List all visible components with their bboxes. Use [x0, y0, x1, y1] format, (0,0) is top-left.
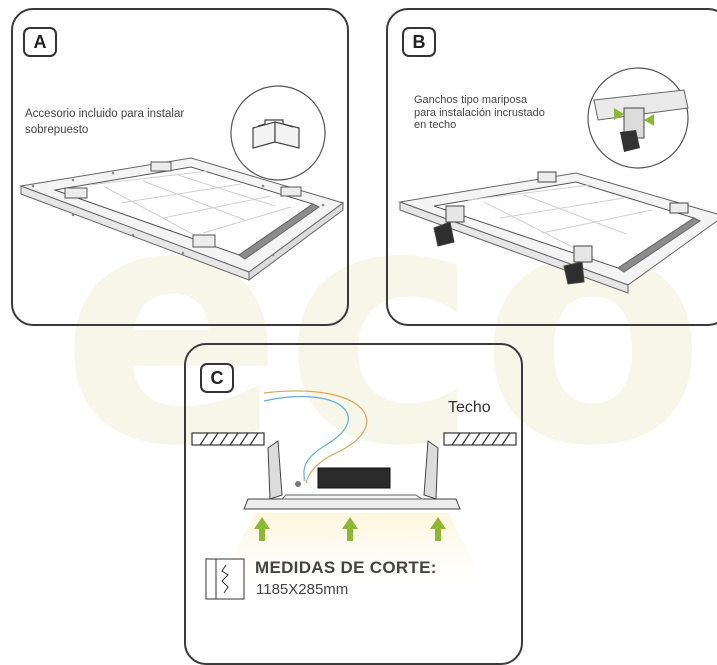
- arrow-up-icon: [254, 517, 270, 541]
- ceiling-label: Techo: [448, 399, 491, 416]
- panel-a: A Accesorio incluido para instalar sobre…: [11, 8, 349, 326]
- panel-c: C Techo: [184, 343, 523, 665]
- left-clip: [267, 440, 283, 500]
- panel-c-badge: C: [200, 363, 234, 393]
- panel-b: B Ganchos tipo mariposa para instalación…: [386, 8, 717, 326]
- panel-c-illustration: [191, 390, 517, 600]
- panel-a-badge: A: [23, 27, 57, 57]
- connector: [295, 481, 301, 487]
- mounting-brackets: [64, 161, 302, 248]
- ceiling-slab-right: [443, 432, 517, 446]
- arrow-up-icon: [342, 517, 358, 541]
- light-arrows: [254, 517, 446, 541]
- panel-b-note-line-1: Ganchos tipo mariposa: [414, 94, 528, 106]
- led-driver: [317, 467, 391, 489]
- lamp-panel: [19, 157, 345, 281]
- blue-wire: [263, 395, 349, 482]
- orange-wire: [263, 390, 368, 484]
- panel-b-badge: B: [402, 27, 436, 57]
- panel-a-illustration: [19, 85, 345, 281]
- arrow-right-icon: [614, 108, 624, 120]
- butterfly-clip-icon: [593, 89, 689, 152]
- cut-measure-icon: [205, 558, 245, 600]
- panel-b-note-line-3: en techo: [414, 119, 457, 131]
- panel-a-note: Accesorio incluido para instalar sobrepu…: [25, 108, 185, 136]
- right-clip: [423, 440, 439, 500]
- butterfly-clips: [433, 171, 689, 285]
- panel-b-note: Ganchos tipo mariposa para instalación i…: [414, 94, 589, 132]
- panel-b-illustration: [398, 67, 717, 294]
- cut-measure-title: MEDIDAS DE CORTE:: [255, 558, 437, 577]
- arrow-left-icon: [644, 114, 654, 126]
- arrow-up-icon: [430, 517, 446, 541]
- ceiling-slab-left: [191, 432, 265, 446]
- bracket-icon: [252, 119, 300, 149]
- light-glow: [216, 513, 486, 585]
- cut-measure-size: 1185X285mm: [256, 581, 349, 598]
- panel-b-note-line-2: para instalación incrustado: [414, 106, 545, 119]
- lamp-panel-body: [243, 498, 461, 510]
